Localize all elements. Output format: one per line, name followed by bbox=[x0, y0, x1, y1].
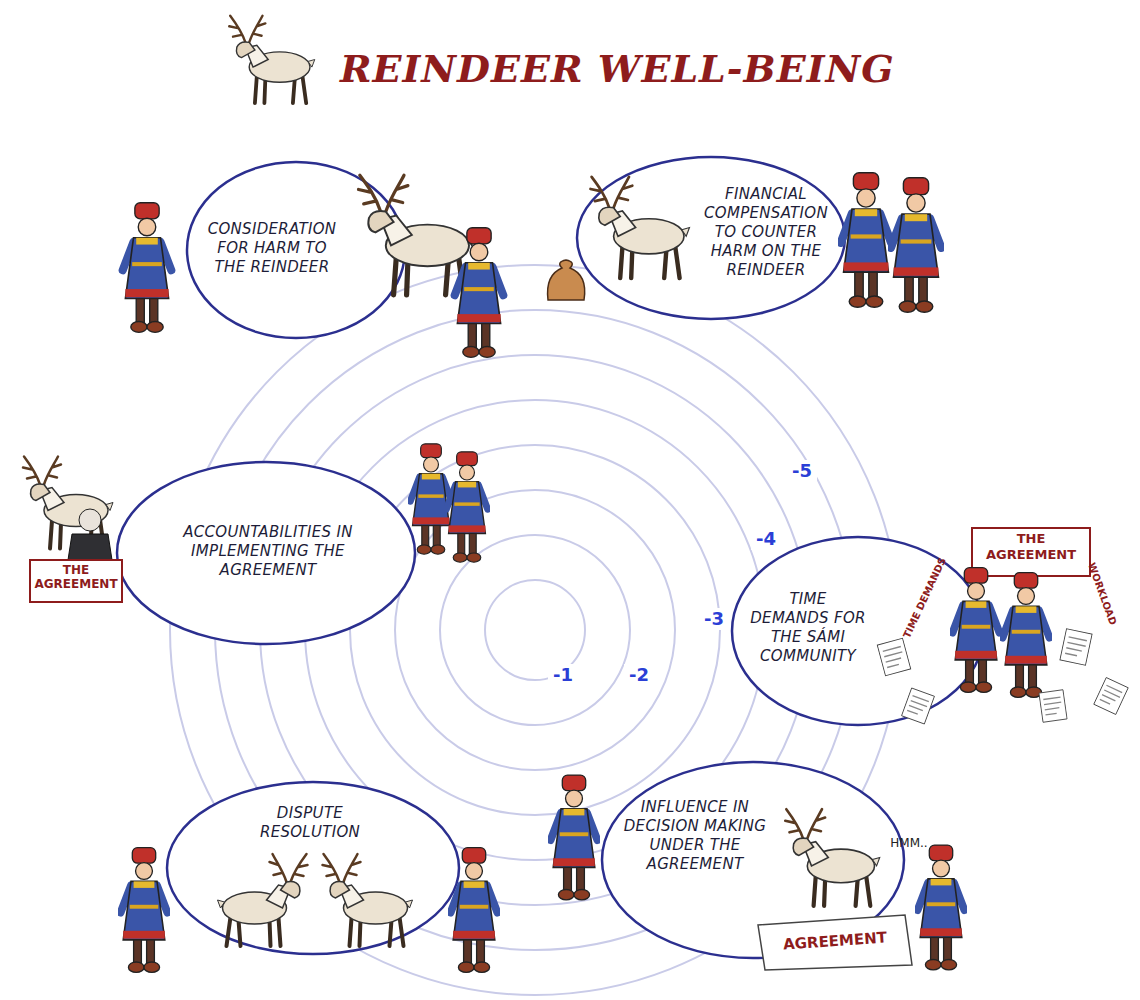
label-wrap: -5 bbox=[787, 460, 817, 482]
topic-ellipse: DISPUTE RESOLUTION bbox=[165, 780, 461, 956]
text-wrap: CONSIDERATION FOR HARM TO THE REINDEER bbox=[202, 220, 342, 277]
topic-text: TIME DEMANDS FOR THE SÁMI COMMUNITY bbox=[749, 590, 867, 666]
text-wrap: DISPUTE RESOLUTION bbox=[225, 804, 395, 842]
label-wrap: THE AGREEMENT bbox=[975, 531, 1087, 563]
callout-number: -5 bbox=[787, 460, 817, 482]
label-wrap: -2 bbox=[624, 664, 654, 686]
topic-ellipse: CONSIDERATION FOR HARM TO THE REINDEER bbox=[185, 160, 407, 340]
drawn-label: THE AGREEMENT bbox=[975, 531, 1087, 563]
topic-text: INFLUENCE IN DECISION MAKING UNDER THE A… bbox=[613, 798, 778, 874]
drawn-label: AGREEMENT bbox=[770, 927, 901, 954]
title-wrap: REINDEER WELL-BEING bbox=[340, 46, 860, 91]
topic-text: CONSIDERATION FOR HARM TO THE REINDEER bbox=[202, 220, 342, 277]
ellipse-outline bbox=[730, 535, 986, 727]
label-wrap: TIME DEMANDS bbox=[901, 555, 950, 642]
callout-number: -2 bbox=[624, 664, 654, 686]
drawn-label: THE AGREEMENT bbox=[32, 563, 120, 591]
text-wrap: INFLUENCE IN DECISION MAKING UNDER THE A… bbox=[613, 798, 778, 874]
topic-ellipse: ACCOUNTABILITIES IN IMPLEMENTING THE AGR… bbox=[115, 460, 417, 646]
callout-number: -1 bbox=[548, 664, 578, 686]
label-wrap: -3 bbox=[699, 608, 729, 630]
topic-ellipse: TIME DEMANDS FOR THE SÁMI COMMUNITY bbox=[730, 535, 986, 727]
diagram-title: REINDEER WELL-BEING bbox=[340, 46, 860, 91]
label-wrap: THE AGREEMENT bbox=[32, 563, 120, 591]
label-wrap: HMM.. bbox=[884, 836, 934, 850]
topic-text: ACCOUNTABILITIES IN IMPLEMENTING THE AGR… bbox=[153, 523, 383, 580]
label-wrap: -4 bbox=[751, 528, 781, 550]
label-wrap: AGREEMENT bbox=[770, 927, 901, 954]
callout-number: -3 bbox=[699, 608, 729, 630]
topic-text: DISPUTE RESOLUTION bbox=[225, 804, 395, 842]
callout-number: -4 bbox=[751, 528, 781, 550]
text-wrap: ACCOUNTABILITIES IN IMPLEMENTING THE AGR… bbox=[153, 523, 383, 580]
label-wrap: -1 bbox=[548, 664, 578, 686]
text-wrap: TIME DEMANDS FOR THE SÁMI COMMUNITY bbox=[749, 590, 867, 666]
drawn-label: WORKLOAD bbox=[1083, 554, 1122, 633]
text-wrap: FINANCIAL COMPENSATION TO COUNTER HARM O… bbox=[691, 185, 841, 280]
label-wrap: WORKLOAD bbox=[1083, 554, 1122, 633]
drawn-label: TIME DEMANDS bbox=[901, 555, 950, 642]
drawn-label: HMM.. bbox=[884, 836, 934, 850]
topic-text: FINANCIAL COMPENSATION TO COUNTER HARM O… bbox=[691, 185, 841, 280]
